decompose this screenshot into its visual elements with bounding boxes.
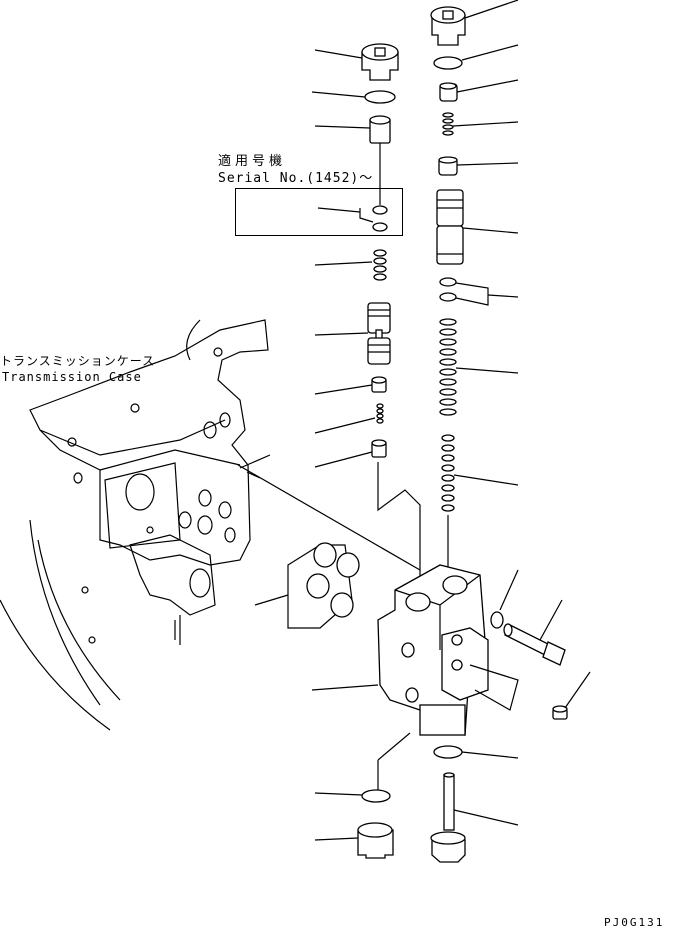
transmission-case-label-jp: トランスミッションケース <box>0 354 156 368</box>
plug-right-top <box>430 6 466 46</box>
o-ring-left-bottom <box>361 789 391 803</box>
spring-right-small <box>442 112 454 136</box>
valve-body <box>377 564 489 736</box>
o-ring-small-lower <box>372 222 388 232</box>
serial-number-label: Serial No.(1452)～ <box>218 171 374 186</box>
serial-number-box <box>235 188 403 236</box>
o-ring-right-top <box>433 56 463 70</box>
bolt-long <box>503 623 566 666</box>
o-ring-small-upper <box>372 205 388 215</box>
spring-left-small <box>376 403 384 424</box>
spring-seat-left <box>371 376 387 393</box>
o-ring-right-lower <box>439 292 457 302</box>
spring-left-upper <box>373 249 387 281</box>
plug-with-rod <box>430 772 466 863</box>
o-ring-right-bottom <box>433 745 463 759</box>
transmission-case <box>0 319 269 731</box>
plug-left-bottom <box>357 822 394 859</box>
gasket-set <box>287 542 360 629</box>
transmission-case-label: Transmission Case <box>2 370 142 384</box>
o-ring-right-upper <box>439 277 457 287</box>
spring-right-lower <box>441 434 455 512</box>
leader-lines <box>254 0 591 841</box>
cap-right <box>439 82 458 102</box>
drawing-code: PJ0G131 <box>604 916 665 929</box>
spring-right-long <box>439 318 457 416</box>
bolt-small <box>552 705 568 720</box>
spool-right <box>436 189 464 265</box>
spring-seat-right <box>438 156 458 176</box>
plug-left-top <box>361 43 399 81</box>
piston-left <box>369 115 391 144</box>
spool-left <box>367 302 391 365</box>
o-ring-left-top <box>364 90 396 104</box>
washer <box>490 611 504 629</box>
spring-seat-left-lower <box>371 439 387 458</box>
applicable-serial-label-jp: 適用号機 <box>218 154 287 169</box>
